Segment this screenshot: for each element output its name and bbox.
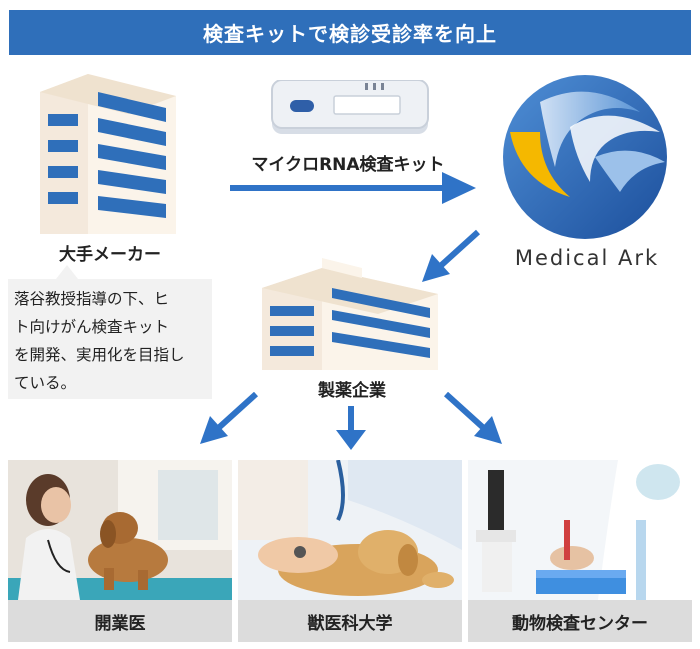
arrow-down-right-icon xyxy=(442,392,502,448)
arrow-down-icon xyxy=(334,406,368,452)
medical-ark-logo xyxy=(500,72,670,242)
destination-caption: 動物検査センター xyxy=(468,600,692,642)
arrow-right-icon xyxy=(230,168,478,208)
arrow-down-left-icon xyxy=(200,392,260,448)
pharma-label: 製薬企業 xyxy=(318,381,386,401)
destination-caption: 獣医科大学 xyxy=(238,600,462,642)
page-title: 検査キットで検診受診率を向上 xyxy=(203,22,497,46)
note-line: ている。 xyxy=(14,374,77,392)
vet-university-photo xyxy=(238,460,462,600)
lab-center-photo xyxy=(468,460,692,600)
arrow-down-left-icon xyxy=(422,228,482,284)
vet-clinic-photo xyxy=(8,460,232,600)
page-title-banner: 検査キットで検診受診率を向上 xyxy=(9,10,691,55)
pharma-building-icon xyxy=(262,258,442,370)
office-building-icon xyxy=(40,74,180,234)
manufacturer-label: 大手メーカー xyxy=(59,245,161,265)
kit-label: マイクロRNA検査キット xyxy=(251,155,445,175)
destination-caption: 開業医 xyxy=(8,600,232,642)
note-line: を開発、実用化を目指し xyxy=(14,346,185,364)
note-line: 落谷教授指導の下、ヒ xyxy=(14,290,170,308)
note-box: 落谷教授指導の下、ヒ ト向けがん検査キット を開発、実用化を目指し ている。 xyxy=(8,279,212,399)
medical-ark-wordmark: Medical Ark xyxy=(514,246,660,270)
note-line: ト向けがん検査キット xyxy=(14,318,170,336)
test-kit-icon xyxy=(270,80,430,136)
note-pointer xyxy=(56,265,78,279)
